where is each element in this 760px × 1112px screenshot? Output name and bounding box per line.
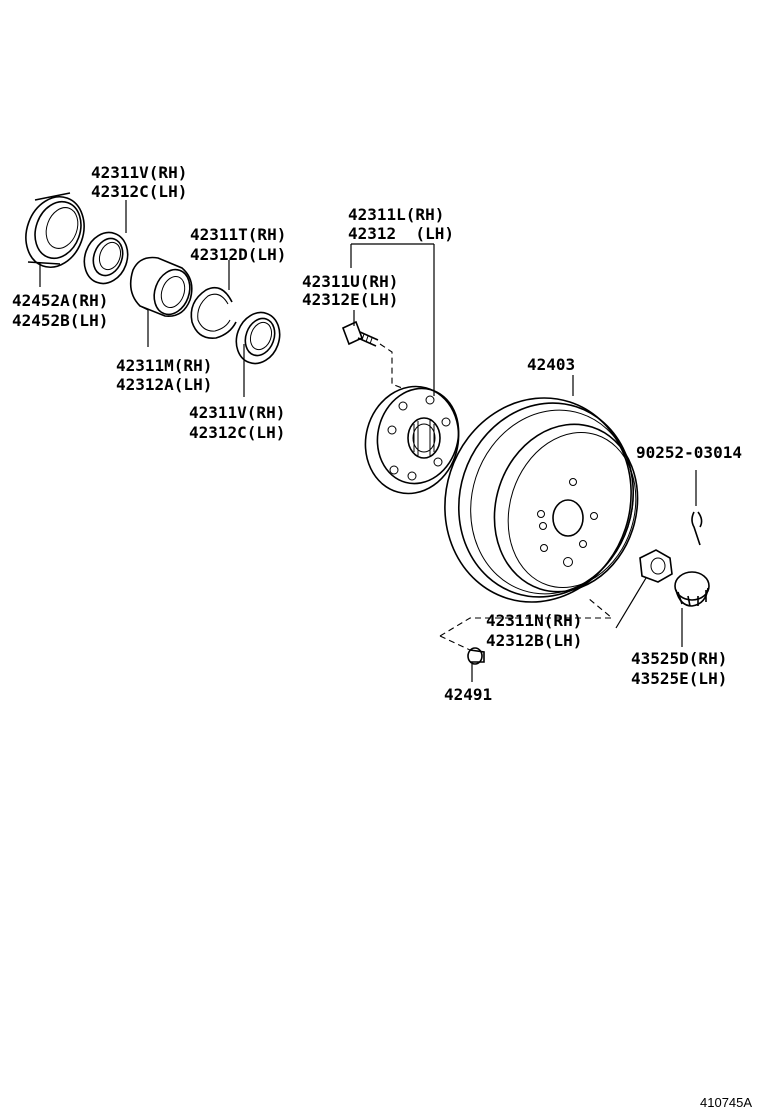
snap-ring-part (190, 286, 237, 339)
nut-lock-cap-part (674, 571, 710, 607)
label-hub-bolt-lh: 42312E(LH) (302, 290, 398, 309)
label-bearing-race-outer-top-rh: 42311V(RH) (91, 163, 187, 182)
label-bearing-race-outer-top-lh: 42312C(LH) (91, 182, 187, 201)
drum-plug-part (467, 647, 485, 665)
hub-nut-part (639, 549, 673, 583)
label-nut-lock-cap-lh: 43525E(LH) (631, 669, 727, 688)
bearing-race-lower-part (235, 311, 281, 365)
label-bearing-rh: 42311M(RH) (116, 356, 212, 375)
leader-lines (39, 200, 697, 682)
figure-reference-number: 410745A (700, 1095, 752, 1110)
label-hub-nut-rh: 42311N(RH) (486, 611, 582, 630)
label-bearing-lh: 42312A(LH) (116, 375, 212, 394)
oil-seal-part (25, 192, 85, 268)
bearing-part (129, 256, 193, 317)
label-brake-drum: 42403 (527, 355, 575, 374)
hub-bolt-part (341, 320, 403, 389)
label-bearing-race-outer-bottom-rh: 42311V(RH) (189, 403, 285, 422)
label-hub-bolt-rh: 42311U(RH) (302, 272, 398, 291)
label-nut-lock-cap-rh: 43525D(RH) (631, 649, 727, 668)
label-snap-ring-lh: 42312D(LH) (190, 245, 286, 264)
label-axle-hub-rh: 42311L(RH) (348, 205, 444, 224)
bearing-race-upper-part (83, 231, 129, 285)
cotter-pin-part (691, 511, 703, 546)
label-axle-hub-lh: 42312 (LH) (348, 224, 454, 243)
label-hub-nut-lh: 42312B(LH) (486, 631, 582, 650)
label-bearing-race-outer-bottom-lh: 42312C(LH) (189, 423, 285, 442)
label-snap-ring-rh: 42311T(RH) (190, 225, 286, 244)
label-oil-seal-rh: 42452A(RH) (12, 291, 108, 310)
label-drum-plug: 42491 (444, 685, 492, 704)
brake-drum-part (444, 397, 639, 603)
label-oil-seal-lh: 42452B(LH) (12, 311, 108, 330)
label-cotter-pin: 90252-03014 (636, 443, 742, 462)
axle-hub-part (364, 385, 460, 495)
